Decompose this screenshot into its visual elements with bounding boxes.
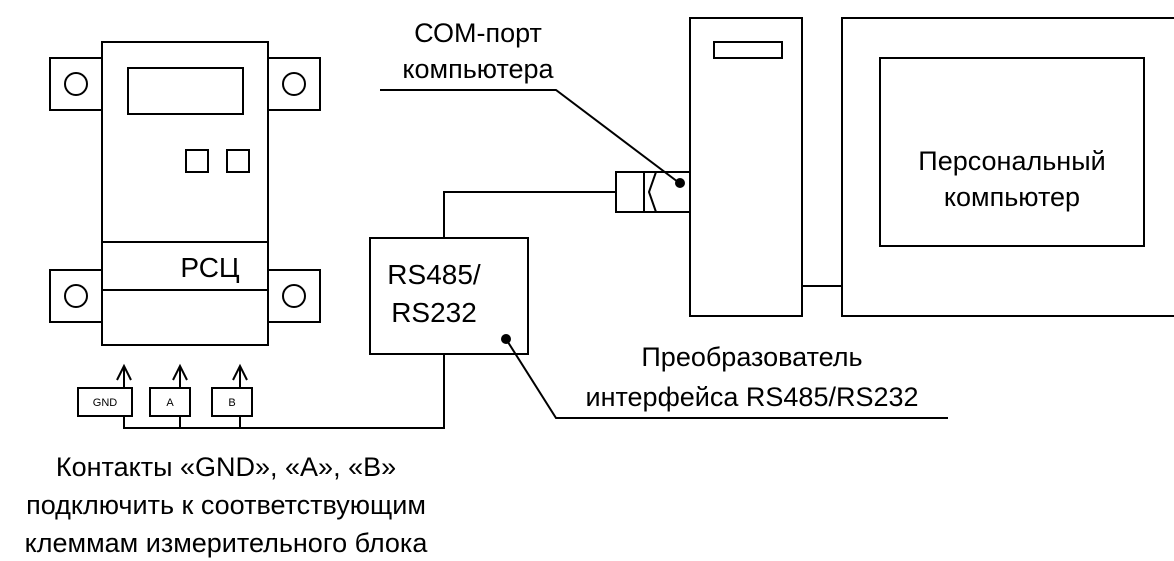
serial-cable [443,191,616,238]
note-line2: подключить к соответствующим [26,490,426,520]
device-display [127,67,244,115]
com-port-label-line1: СОМ-порт [414,18,542,48]
mount-tab-bottom-left [49,269,103,323]
com-connector [615,171,691,213]
contact-b-label: B [228,397,235,409]
bus-wire [123,354,445,429]
converter-box [369,237,529,355]
converter-callout-line2: интерфейса RS485/RS232 [585,382,918,412]
device-label: РСЦ [180,252,240,283]
callout-converter: Преобразователь интерфейса RS485/RS232 [501,334,948,419]
callout-com-port: СОМ-порт компьютера [380,18,685,188]
device-rsc: РСЦ [49,41,321,346]
com-port-label-line2: компьютера [402,54,554,84]
contact-a [149,387,191,417]
mount-hole-bottom-right [282,284,306,308]
pc-label-line2: компьютер [944,182,1080,212]
monitor-case [841,17,1174,317]
pc-label-line1: Персональный [918,146,1105,176]
contact-a-label: A [166,397,174,409]
mount-tab-top-right [267,57,321,111]
drive-bay [713,41,783,59]
contact-gnd [77,387,133,417]
mount-tab-top-left [49,57,103,111]
converter: RS485/ RS232 [369,191,616,355]
mount-tab-bottom-right [267,269,321,323]
monitor-screen [879,57,1145,247]
device-button-left [185,149,209,173]
system-unit [689,17,842,317]
contacts: GND A B [77,354,445,429]
mount-hole-top-right [282,72,306,96]
contact-b [211,387,253,417]
device-button-right [226,149,250,173]
contact-gnd-label: GND [93,397,118,409]
note-line3: клеммам измерительного блока [25,528,429,558]
converter-callout-line1: Преобразователь [641,342,862,372]
converter-label-line2: RS232 [391,297,477,328]
converter-label-line1: RS485/ [387,259,481,290]
mount-hole-top-left [64,72,88,96]
note-line1: Контакты «GND», «A», «B» [56,452,396,482]
contacts-note: Контакты «GND», «A», «B» подключить к со… [25,452,429,558]
personal-computer: Персональный компьютер [841,17,1174,317]
mount-hole-bottom-left [64,284,88,308]
system-unit-case [689,17,803,317]
device-body [101,41,269,346]
